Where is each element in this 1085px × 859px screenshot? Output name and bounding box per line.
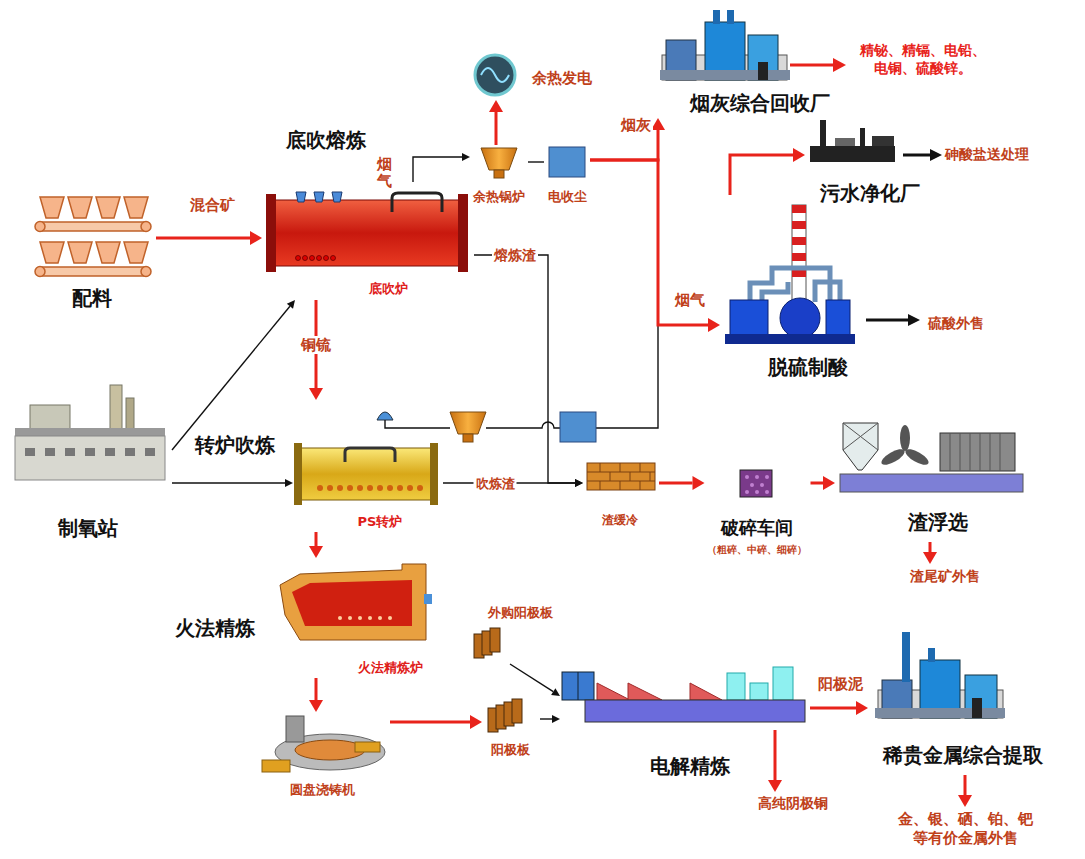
- process-unit: 余热锅炉: [470, 145, 528, 207]
- flow-arrow: [489, 100, 503, 145]
- flow-arrow: [811, 476, 836, 490]
- flow-label: 吹炼渣: [474, 476, 517, 492]
- unit-label: 电解精炼: [650, 754, 730, 778]
- unit-label: 污水净化厂: [820, 181, 920, 205]
- unit-label: 渣浮选: [908, 510, 968, 534]
- unit-label: 破碎车间: [721, 517, 793, 539]
- flow-label: 烟气: [377, 155, 392, 190]
- flow-arrow: [528, 162, 544, 163]
- unit-label: 配料: [72, 286, 112, 310]
- flow-arrow: [510, 664, 560, 696]
- process-unit: 圆盘浇铸机: [252, 712, 390, 802]
- flow-label: 阳极泥: [816, 675, 865, 693]
- flow-label: 混合矿: [188, 196, 237, 214]
- product-note: 硫酸外售: [928, 315, 984, 333]
- unit-label: 稀贵金属综合提取: [883, 743, 1043, 767]
- unit-label: 外购阳极板: [488, 605, 553, 621]
- process-unit: 电收尘: [544, 145, 590, 207]
- product-note: 砷酸盐送处理: [945, 146, 1029, 164]
- process-unit: 稀贵金属综合提取: [868, 625, 1053, 770]
- process-unit: 电解精炼: [560, 668, 810, 783]
- flow-arrow: [730, 148, 805, 195]
- unit-label: 脱硫制酸: [768, 355, 848, 379]
- flow-arrow: [309, 532, 323, 558]
- process-unit: 余热发电: [470, 50, 605, 100]
- unit-label: 烟灰综合回收厂: [690, 91, 830, 115]
- product-note: 精铋、精镉、电铅、 电铜、硫酸锌。: [858, 42, 988, 77]
- process-unit: 配料: [28, 188, 156, 313]
- flow-label: 烟气: [673, 291, 707, 309]
- process-unit: 底吹熔炼底吹炉: [262, 182, 474, 300]
- flow-label: 熔炼渣: [492, 247, 538, 264]
- unit-label: 火法精炼炉: [358, 660, 423, 676]
- unit-label: 余热锅炉: [473, 189, 525, 205]
- process-unit: 烟灰综合回收厂: [650, 10, 850, 118]
- flow-label: 烟灰: [619, 116, 653, 134]
- process-unit: 渣缓冷: [583, 458, 659, 533]
- unit-label: 底吹熔炼: [286, 128, 366, 152]
- process-unit: 阳极板: [482, 697, 540, 762]
- unit-label: 阳极板: [491, 742, 530, 758]
- process-unit: 转炉吹炼PS转炉: [293, 400, 443, 532]
- unit-label: 底吹炉: [369, 281, 408, 297]
- unit-label: PS转炉: [358, 514, 403, 530]
- flow-arrow: [659, 476, 705, 490]
- product-note: 渣尾矿外售: [910, 568, 980, 586]
- unit-label: 转炉吹炼: [195, 433, 275, 457]
- flow-arrow: [590, 160, 720, 332]
- flow-arrow: [156, 231, 262, 245]
- process-unit: 火法精炼火法精炼炉: [272, 558, 432, 678]
- unit-label: 火法精炼: [175, 616, 255, 640]
- flow-label: 铜锍: [299, 336, 333, 354]
- process-unit: 制氧站: [12, 375, 172, 545]
- unit-label: 制氧站: [58, 516, 118, 540]
- flow-arrow: [540, 715, 560, 723]
- unit-label: 余热发电: [532, 69, 592, 87]
- unit-label: 电收尘: [548, 189, 587, 205]
- flow-arrow: [172, 300, 295, 450]
- product-note: 高纯阴极铜: [758, 795, 828, 813]
- flow-arrow: [810, 701, 868, 715]
- process-unit: 脱硫制酸: [720, 195, 860, 380]
- unit-label: （粗碎、中碎、细碎）: [707, 544, 807, 556]
- unit-label: 渣缓冷: [602, 513, 638, 527]
- process-unit: 渣浮选: [835, 418, 1027, 538]
- product-note: 金、银、硒、铂、钯 等有价金属外售: [895, 810, 1035, 848]
- flow-arrow: [390, 715, 482, 729]
- process-unit: 外购阳极板: [470, 600, 566, 664]
- process-unit: 破碎车间 （粗碎、中碎、细碎）: [705, 465, 811, 560]
- unit-label: 圆盘浇铸机: [290, 782, 355, 798]
- flow-arrow: [413, 153, 470, 182]
- flow-arrow: [172, 479, 293, 487]
- flow-arrow: [474, 255, 583, 487]
- flow-arrow: [309, 678, 323, 712]
- process-unit: 污水净化厂: [805, 115, 930, 207]
